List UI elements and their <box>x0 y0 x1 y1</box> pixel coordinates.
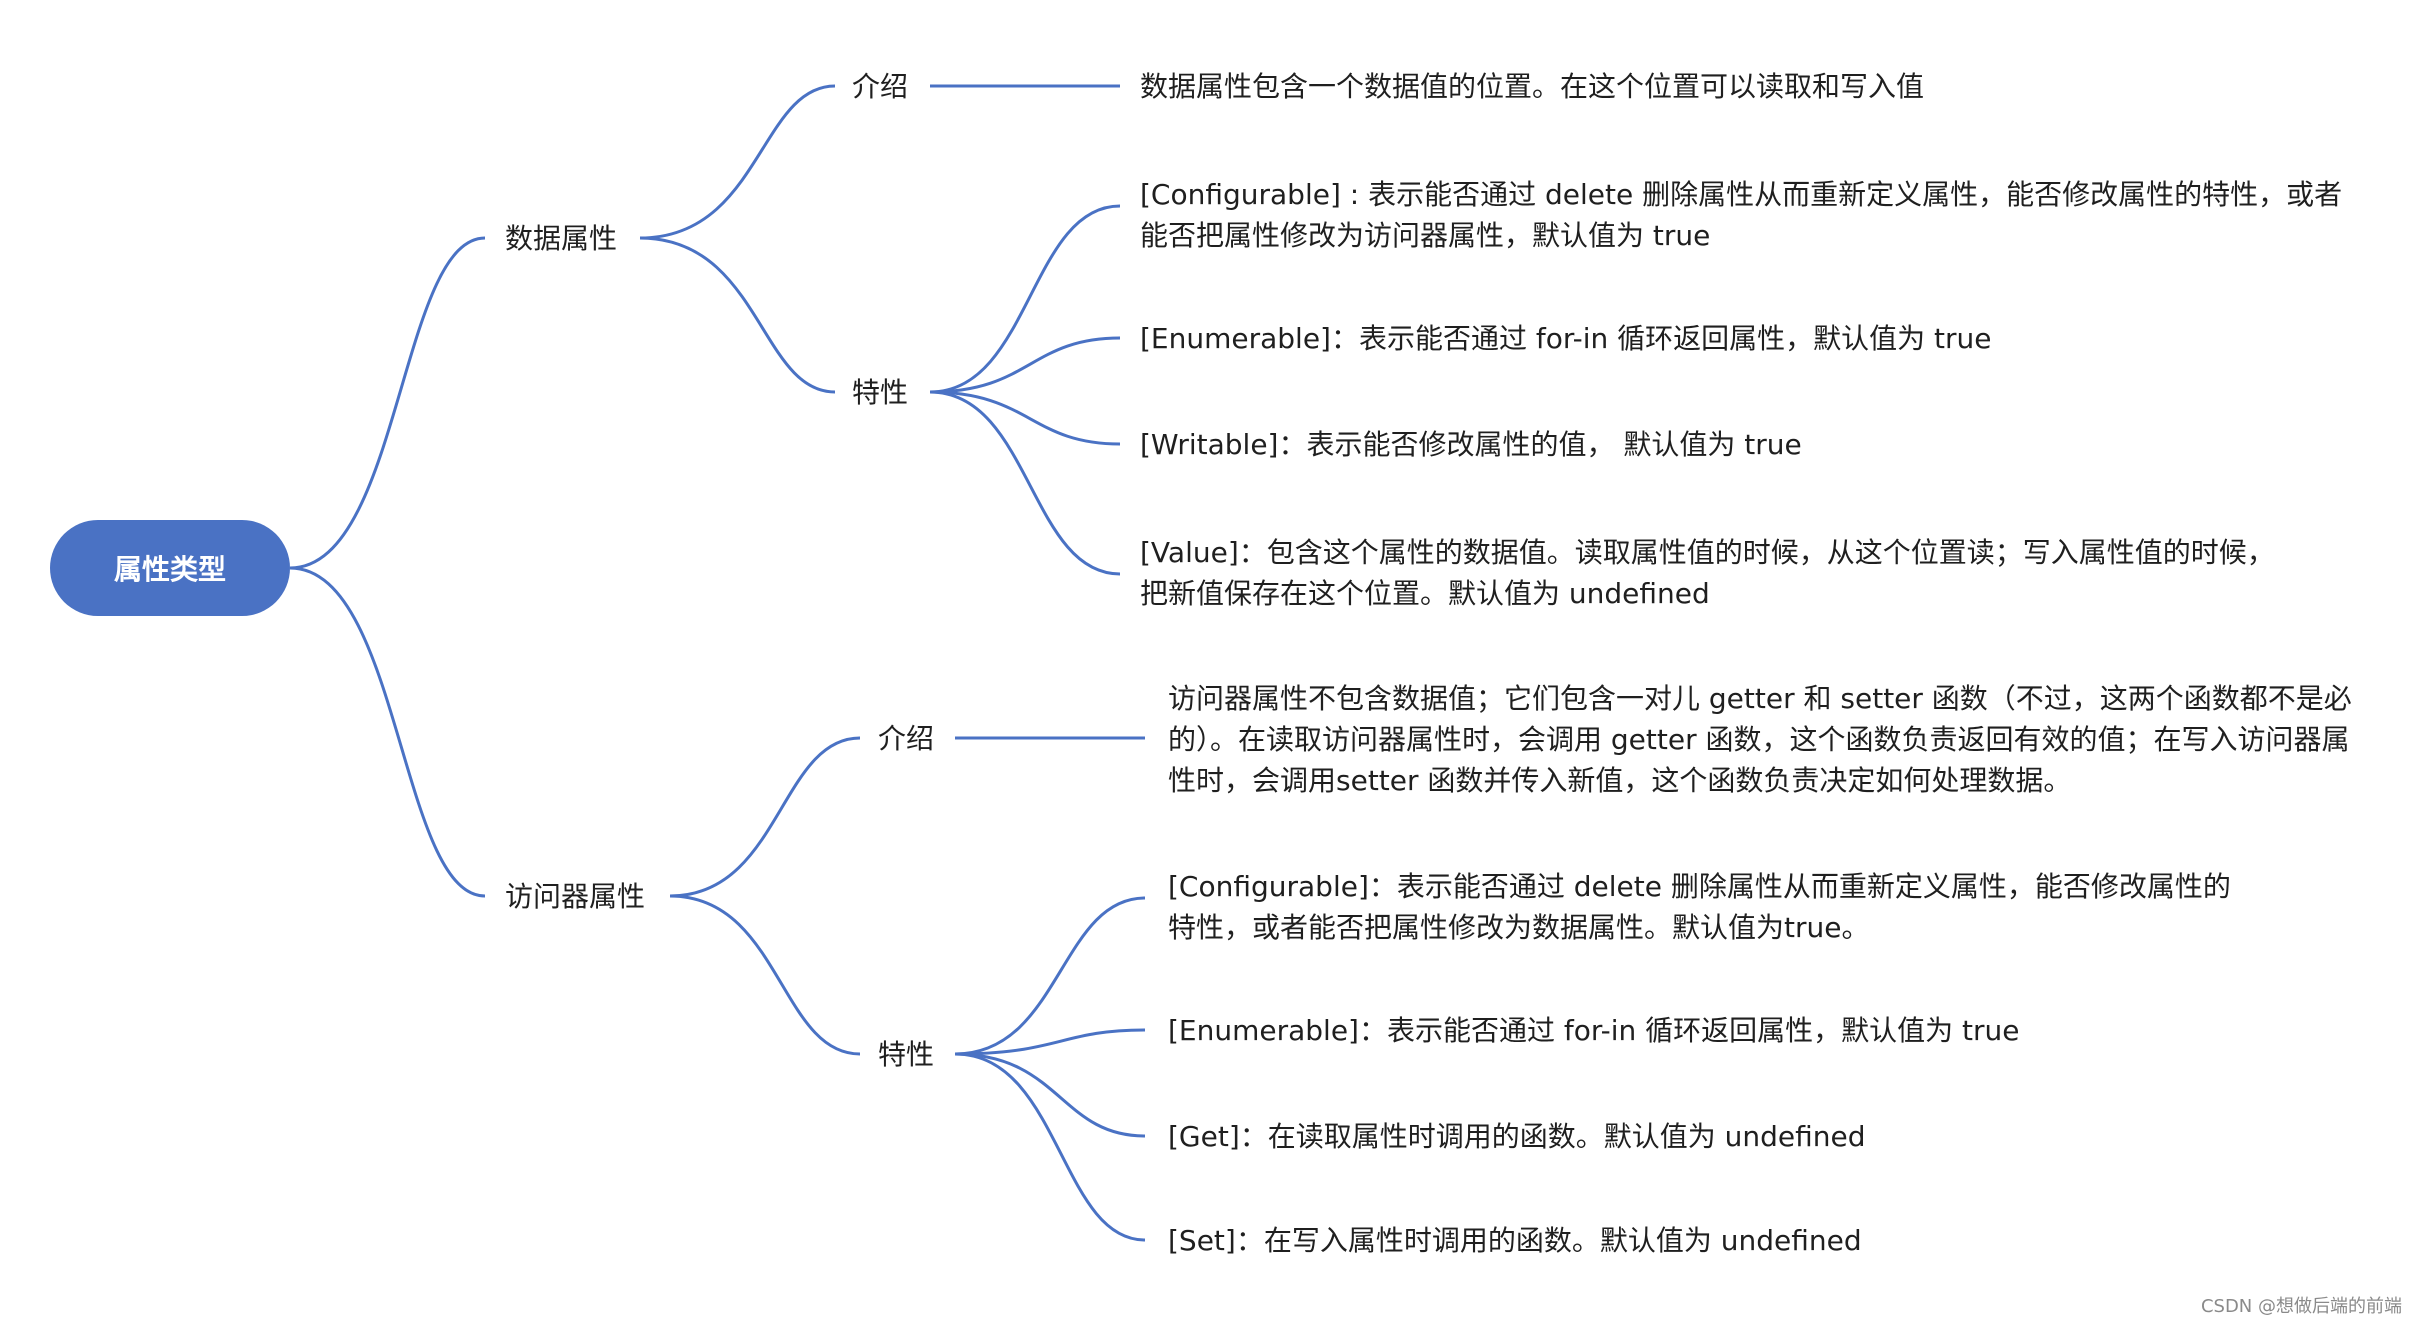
accessor-property-node[interactable]: 访问器属性 <box>505 876 645 917</box>
edge-accessor-feature-4 <box>954 1052 1146 1242</box>
edge-data-feature-1 <box>929 204 1121 394</box>
data-features-label: 特性 <box>852 376 909 409</box>
data-intro-text: 数据属性包含一个数据值的位置。在这个位置可以读取和写入值 <box>1140 70 1925 103</box>
edge-data-intro <box>639 84 836 240</box>
root-node[interactable]: 属性类型 <box>50 520 290 616</box>
accessor-features-label: 特性 <box>878 1038 935 1071</box>
edge-accessor-feature-3 <box>954 1052 1146 1138</box>
edge-accessor-features <box>669 894 861 1056</box>
accessor-property-label: 访问器属性 <box>505 880 646 913</box>
edge-accessor-feature-1 <box>954 896 1146 1056</box>
accessor-feature-enumerable: [Enumerable]：表示能否通过 for-in 循环返回属性，默认值为 t… <box>1168 1014 2020 1047</box>
accessor-intro-text: 访问器属性不包含数据值；它们包含一对儿 getter 和 setter 函数（不… <box>1168 682 2352 797</box>
data-property-node[interactable]: 数据属性 <box>505 218 617 259</box>
data-intro-label: 介绍 <box>852 70 909 103</box>
data-intro-node[interactable]: 介绍 <box>852 66 908 107</box>
data-property-label: 数据属性 <box>505 222 618 255</box>
edge-root-accessor-property <box>289 566 486 898</box>
data-feature-enumerable: [Enumerable]：表示能否通过 for-in 循环返回属性，默认值为 t… <box>1140 322 1992 355</box>
root-label: 属性类型 <box>113 553 226 586</box>
accessor-feature-get: [Get]：在读取属性时调用的函数。默认值为 undefined <box>1168 1120 1866 1153</box>
watermark: CSDN @想做后端的前端 <box>2200 1296 2402 1317</box>
data-feature-configurable: [Configurable] : 表示能否通过 delete 删除属性从而重新定… <box>1140 178 2343 252</box>
accessor-intro-node[interactable]: 介绍 <box>878 718 934 759</box>
accessor-feature-configurable: [Configurable]：表示能否通过 delete 删除属性从而重新定义属… <box>1168 870 2231 944</box>
data-feature-writable: [Writable]：表示能否修改属性的值， 默认值为 true <box>1140 428 1802 461</box>
data-feature-value: [Value]：包含这个属性的数据值。读取属性值的时候，从这个位置读；写入属性值… <box>1140 536 2275 610</box>
accessor-feature-set: [Set]：在写入属性时调用的函数。默认值为 undefined <box>1168 1224 1862 1257</box>
accessor-features-node[interactable]: 特性 <box>878 1034 934 1075</box>
edge-data-feature-4 <box>929 390 1121 576</box>
edge-accessor-intro <box>669 736 861 898</box>
data-features-node[interactable]: 特性 <box>852 372 908 413</box>
accessor-intro-label: 介绍 <box>878 722 935 755</box>
edge-data-feature-3 <box>929 390 1121 446</box>
edge-root-data-property <box>289 236 486 570</box>
edge-accessor-feature-2 <box>954 1028 1146 1056</box>
edge-data-features <box>639 236 836 394</box>
edge-data-feature-2 <box>929 336 1121 394</box>
